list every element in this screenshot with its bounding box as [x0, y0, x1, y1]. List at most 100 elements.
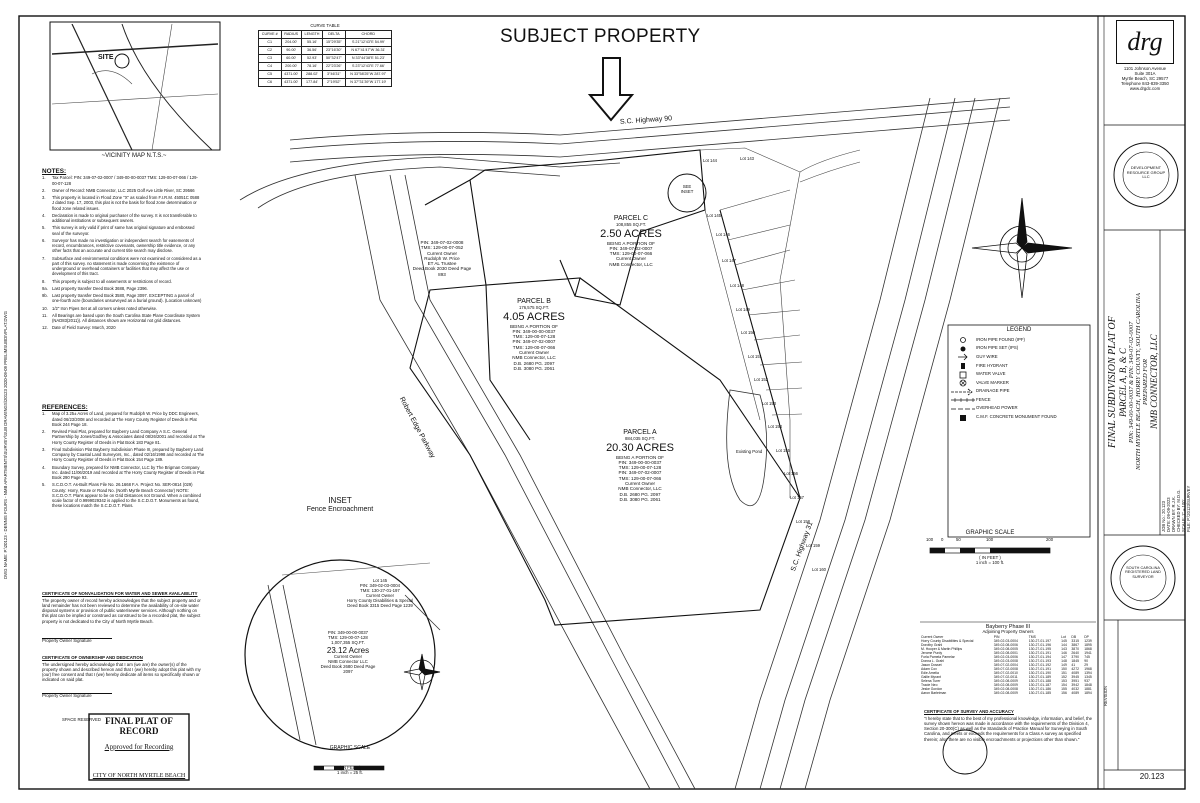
bayberry-cell: 151	[1061, 671, 1067, 676]
space-reserved-label: SPACE RESERVED	[62, 717, 102, 722]
note-item: 9b.Last property transfer Deed Book 3580…	[42, 293, 202, 304]
graphic-scale-title: GRAPHIC SCALE	[965, 530, 1015, 536]
references-section: REFERENCES: 1.Map of 3.25± Acres of Land…	[42, 404, 207, 511]
bayberry-cell: 130-27-01-191	[1028, 667, 1051, 672]
note-item: 7.Subsurface and environmental condition…	[42, 256, 202, 277]
graphic-scale-tick: 200	[1046, 536, 1054, 542]
curve-table-cell: 60.00'	[280, 53, 302, 63]
curve-table-cell: 23°16'30"	[322, 45, 346, 55]
firm-seal: DEVELOPMENT RESOURCE GROUP LLC	[1126, 165, 1166, 180]
bayberry-cell: Edie Amelia	[921, 671, 939, 676]
lot-label: Lot 157	[790, 495, 804, 500]
address-line: Suite 301A	[1134, 70, 1156, 76]
parcel-info-line: TMS: 129-00-07-128	[512, 334, 556, 340]
bayberry-cell: 3945	[1071, 675, 1079, 680]
parcel-info-line: BEING A PORTION OF	[616, 454, 664, 460]
inset-lot-line: Current Owner	[365, 592, 395, 598]
reference-item: 3.Final Subdivision Plat Bayberry Subdiv…	[42, 447, 207, 463]
bayberry-cell: 349-02-08-0006	[993, 643, 1018, 648]
revision-label: REVISION	[1103, 686, 1108, 707]
graphic-scale-tick: 50	[956, 536, 961, 542]
bayberry-cell: 349-02-08-0001	[993, 651, 1018, 656]
bayberry-header: TMS	[1028, 635, 1036, 640]
inset-title: INSET	[328, 496, 352, 505]
square-icon	[950, 371, 976, 379]
curve-table-header: RADIUS	[280, 29, 302, 39]
curve-table-cell: 200.00'	[280, 61, 302, 71]
legend: LEGEND IRON PIPE FOUND (IPF)IRON PIPE SE…	[950, 327, 1088, 422]
fence-icon	[950, 396, 976, 404]
cmf-icon	[950, 414, 976, 422]
inset-lot-line: Horry County Disabilities & Special	[346, 597, 414, 603]
bayberry-cell: Forla Pamela Pamelar	[921, 655, 955, 660]
legend-label: OVERHEAD POWER	[976, 405, 1018, 411]
inset-lot-line: Deed Book 3315 Deed Page 1239	[347, 602, 413, 608]
anchor-icon	[950, 353, 976, 361]
bayberry-cell: 147	[1061, 655, 1067, 660]
legend-title: LEGEND	[1006, 327, 1032, 333]
lot-label: Lot 144	[703, 158, 717, 163]
note-text: This property is subject to all easement…	[52, 278, 172, 284]
bayberry-header: Lot	[1061, 635, 1066, 640]
parcel-info-line: D.B. 2680 PG. 2097	[619, 491, 661, 497]
bayberry-cell: Gallie Myrant	[921, 675, 941, 680]
parcel-c-name: PARCEL C	[613, 215, 649, 222]
plat-client: NMB CONNECTOR, LLC	[1149, 334, 1159, 430]
nonvalidation-signature-label: Property Owner Signature	[42, 637, 92, 643]
note-item: 3.This property is located in Flood Zone…	[42, 195, 202, 211]
note-item: 8.This property is subject to all easeme…	[42, 279, 202, 284]
parcel-info-line: TMS: 129-00-07-066	[618, 475, 662, 481]
curve-table-cell: C4	[258, 61, 282, 71]
bayberry-cell: 3790	[1071, 655, 1079, 660]
parcel-info-line: ET AL Trustee	[427, 261, 457, 267]
bayberry-cell: 349-02-08-0009	[993, 683, 1018, 688]
curve-table-cell: C3	[258, 53, 282, 63]
bayberry-cell: 1895	[1084, 643, 1092, 648]
ohp-icon	[950, 405, 976, 413]
inset-parcel-line: Current Owner	[333, 654, 363, 659]
address-line: Telephone 843-839-3350	[1121, 80, 1169, 86]
bayberry-cell: 149	[1061, 663, 1067, 668]
parcel-a-label: PARCEL A 884,035 SQ.FT. 20.30 ACRES BEIN…	[604, 429, 676, 502]
legend-item: FIRE HYDRANT	[950, 362, 1088, 371]
parcel-info-line: PIN: 349-00-00-0037	[618, 459, 662, 465]
notes-list: 1.Tax Parcel: PIN: 349-07-02-0007 / 349-…	[42, 175, 202, 330]
bayberry-cell: 2640	[1071, 651, 1079, 656]
note-item: 12.Date of Field Survey: March, 2020	[42, 325, 202, 330]
bayberry-cell: 130-27-01-194	[1028, 655, 1051, 660]
plat-title: FINAL SUBDIVISION PLAT OF	[1107, 316, 1118, 448]
pond-label: Existing Pond	[736, 449, 763, 454]
bayberry-cell: 1239	[1084, 639, 1092, 644]
approval-stamp: FINAL PLAT OF RECORD Approved for Record…	[91, 716, 187, 779]
vicinity-map: SITE	[51, 23, 219, 151]
legend-item: IRON PIPE FOUND (IPF)	[950, 336, 1088, 345]
ownership-certificate: CERTIFICATE OF OWNERSHIP AND DEDICATION …	[42, 655, 202, 699]
parcel-info-line: PIN: 349-07-02-0007	[609, 245, 653, 251]
address-line: Myrtle Beach, SC 29577	[1121, 75, 1169, 81]
bayberry-cell: Jason Dosset	[921, 663, 942, 668]
inset-lot-line: TMS: 130-27-01-197	[360, 587, 400, 593]
lot-label: Lot 146	[716, 232, 730, 237]
ownership-title: CERTIFICATE OF OWNERSHIP AND DEDICATION	[42, 655, 143, 660]
bayberry-cell: 29	[1084, 663, 1088, 668]
note-text: All Bearings are based upon the South Ca…	[52, 312, 201, 324]
parcel-info-line: D.B. 2680 PG. 2097	[513, 360, 555, 366]
parcel-b-area: 176,575 SQ.FT.	[518, 305, 550, 311]
inset-parcel-line: TMS: 129-00-07-128	[328, 634, 368, 640]
curve-table-header: LENGTH	[300, 29, 324, 39]
notes-title: NOTES:	[42, 168, 67, 175]
note-text: Date of Field Survey: March, 2020	[52, 325, 116, 331]
